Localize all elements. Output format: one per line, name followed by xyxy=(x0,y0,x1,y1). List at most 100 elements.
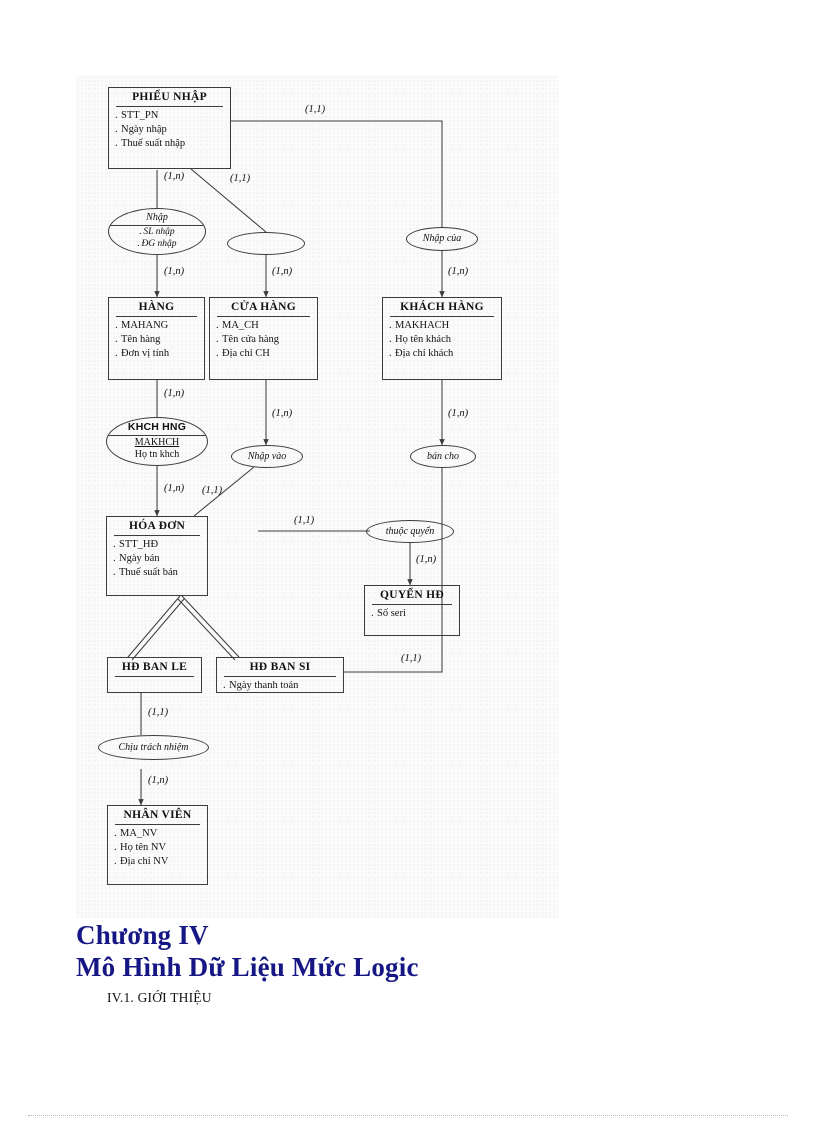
cardinality-label: (1,n) xyxy=(164,388,185,399)
attribute-label: MAKHACH xyxy=(395,320,450,332)
entity-divider xyxy=(115,676,194,678)
entity-attribute: .MAHANG xyxy=(115,320,169,332)
relationship-title: Nhập xyxy=(146,212,168,224)
entity-title: HÀNG xyxy=(138,301,175,313)
attribute-label: ĐG nhập xyxy=(141,239,177,249)
entity-khach-hang[interactable]: KHÁCH HÀNG .MAKHACH .Họ tên khách .Địa c… xyxy=(382,297,502,380)
cardinality-label: (1,n) xyxy=(272,408,293,419)
attribute-label: STT_HĐ xyxy=(119,539,159,551)
chapter-title: Chương IV xyxy=(76,920,209,950)
entity-attribute: .Tên hàng xyxy=(115,334,161,346)
cardinality-label: (1,n) xyxy=(272,266,293,277)
relationship-attribute: .SL nhập xyxy=(139,227,175,238)
attribute-label: MAHANG xyxy=(121,320,169,332)
entity-hang[interactable]: HÀNG .MAHANG .Tên hàng .Đơn vị tính xyxy=(108,297,205,380)
cardinality-label: (1,n) xyxy=(164,266,185,277)
attribute-label: Ngày thanh toán xyxy=(229,680,299,692)
relationship-chiu-trach-nhiem[interactable]: Chịu trách nhiệm xyxy=(98,735,209,760)
entity-divider xyxy=(116,316,197,318)
entity-attribute-list: .MAHANG .Tên hàng .Đơn vị tính xyxy=(109,319,204,364)
entity-divider xyxy=(115,824,200,826)
attribute-label: Địa chỉ khách xyxy=(395,347,454,359)
entity-attribute-list: .MA_CH .Tên cửa hàng .Địa chỉ CH xyxy=(210,319,317,364)
attribute-label: Thuế suất bán xyxy=(119,566,178,578)
entity-divider xyxy=(224,676,336,678)
entity-attribute: .Tên cửa hàng xyxy=(216,334,279,346)
attribute-label: SL nhập xyxy=(143,227,175,238)
entity-attribute-list: .STT_PN .Ngày nhập .Thuế suất nhập xyxy=(109,109,230,154)
relationship-attribute: Họ tn khch xyxy=(134,449,180,461)
entity-attribute: .Thuế suất bán xyxy=(113,566,178,578)
relationship-ban-cho[interactable]: bán cho xyxy=(410,445,476,468)
cardinality-label: (1,n) xyxy=(448,266,469,277)
relationship-attribute: MAKHCH xyxy=(134,436,180,448)
entity-attribute: .Họ tên NV xyxy=(114,842,167,854)
entity-phieu-nhap[interactable]: PHIẾU NHẬP .STT_PN .Ngày nhập .Thuế suất… xyxy=(108,87,231,169)
relationship-title: thuộc quyển xyxy=(385,525,435,537)
attribute-label: Địa chỉ NV xyxy=(120,855,169,867)
cardinality-label: (1,1) xyxy=(294,515,315,526)
entity-quyen-hd[interactable]: QUYỂN HĐ .Số seri xyxy=(364,585,460,636)
relationship-attribute: .ĐG nhập xyxy=(137,239,177,249)
entity-attribute-list: .MAKHACH .Họ tên khách .Địa chỉ khách xyxy=(383,319,501,364)
relationship-title: Nhập vào xyxy=(247,450,287,462)
entity-attribute: .Ngày nhập xyxy=(115,124,167,136)
entity-attribute: .STT_HĐ xyxy=(113,539,159,551)
entity-cua-hang[interactable]: CỬA HÀNG .MA_CH .Tên cửa hàng .Địa chỉ C… xyxy=(209,297,318,380)
section-title: IV.1. GIỚI THIỆU xyxy=(107,990,212,1005)
cardinality-label: (1,1) xyxy=(202,485,223,496)
entity-divider xyxy=(372,604,452,606)
entity-attribute: .Địa chỉ CH xyxy=(216,347,270,359)
relationship-thuoc-quyen[interactable]: thuộc quyển xyxy=(366,520,454,543)
cardinality-label: (1,1) xyxy=(230,173,251,184)
attribute-label: MA_NV xyxy=(120,828,158,840)
entity-hoa-don[interactable]: HÓA ĐƠN .STT_HĐ .Ngày bán .Thuế suất bán xyxy=(106,516,208,596)
relationship-nhap-vao[interactable]: Nhập vào xyxy=(231,445,303,468)
entity-title: CỬA HÀNG xyxy=(231,301,296,313)
chapter-heading: Chương IV Mô Hình Dữ Liệu Mức Logic xyxy=(76,920,776,984)
relationship-divider xyxy=(109,225,205,227)
attribute-label: Tên hàng xyxy=(121,334,161,346)
entity-attribute: .Ngày thanh toán xyxy=(223,680,299,692)
relationship-nhap-cua[interactable]: Nhập của xyxy=(406,227,478,251)
attribute-label: Ngày nhập xyxy=(121,124,167,136)
entity-attribute: .MA_CH xyxy=(216,320,259,332)
entity-divider xyxy=(114,535,200,537)
chapter-subtitle: Mô Hình Dữ Liệu Mức Logic xyxy=(76,951,419,982)
cardinality-label: (1,n) xyxy=(148,775,169,786)
relationship-unnamed[interactable] xyxy=(227,232,305,255)
relationship-khch-hng[interactable]: KHCH HNG MAKHCH Họ tn khch xyxy=(106,417,208,466)
entity-attribute: .Họ tên khách xyxy=(389,334,451,346)
cardinality-label: (1,n) xyxy=(164,483,185,494)
entity-hd-ban-le[interactable]: HĐ BAN LE xyxy=(107,657,202,693)
entity-attribute: .Ngày bán xyxy=(113,553,160,565)
connector-lines xyxy=(127,120,445,806)
entity-attribute: .MA_NV xyxy=(114,828,158,840)
entity-title: HĐ BAN SI xyxy=(249,661,311,673)
entity-attribute: .Địa chỉ NV xyxy=(114,855,169,867)
attribute-label: Đơn vị tính xyxy=(121,347,170,359)
attribute-label: Tên cửa hàng xyxy=(222,334,279,346)
relationship-nhap[interactable]: Nhập .SL nhập .ĐG nhập xyxy=(108,208,206,255)
entity-attribute-list: .STT_HĐ .Ngày bán .Thuế suất bán xyxy=(107,538,207,583)
entity-hd-ban-si[interactable]: HĐ BAN SI .Ngày thanh toán xyxy=(216,657,344,693)
entity-nhan-vien[interactable]: NHÂN VIÊN .MA_NV .Họ tên NV .Địa chỉ NV xyxy=(107,805,208,885)
entity-title: KHÁCH HÀNG xyxy=(400,301,484,313)
attribute-label: MA_CH xyxy=(222,320,259,332)
attribute-label: Địa chỉ CH xyxy=(222,347,270,359)
entity-attribute: .Thuế suất nhập xyxy=(115,137,186,149)
cardinality-label: (1,1) xyxy=(148,707,169,718)
entity-attribute: .STT_PN xyxy=(115,110,159,122)
entity-attribute: .MAKHACH xyxy=(389,320,450,332)
entity-attribute-list: .MA_NV .Họ tên NV .Địa chỉ NV xyxy=(108,827,207,872)
entity-divider xyxy=(217,316,310,318)
entity-title: NHÂN VIÊN xyxy=(123,809,192,821)
attribute-label: Họ tên khách xyxy=(395,334,451,346)
relationship-title: KHCH HNG xyxy=(127,421,187,434)
er-diagram-canvas: PHIẾU NHẬP .STT_PN .Ngày nhập .Thuế suất… xyxy=(76,75,558,918)
relationship-title: Nhập của xyxy=(422,233,462,244)
relationship-divider xyxy=(107,434,207,436)
entity-title: QUYỂN HĐ xyxy=(379,589,445,601)
relationship-title: Chịu trách nhiệm xyxy=(118,741,189,753)
cardinality-label: (1,1) xyxy=(305,104,326,115)
